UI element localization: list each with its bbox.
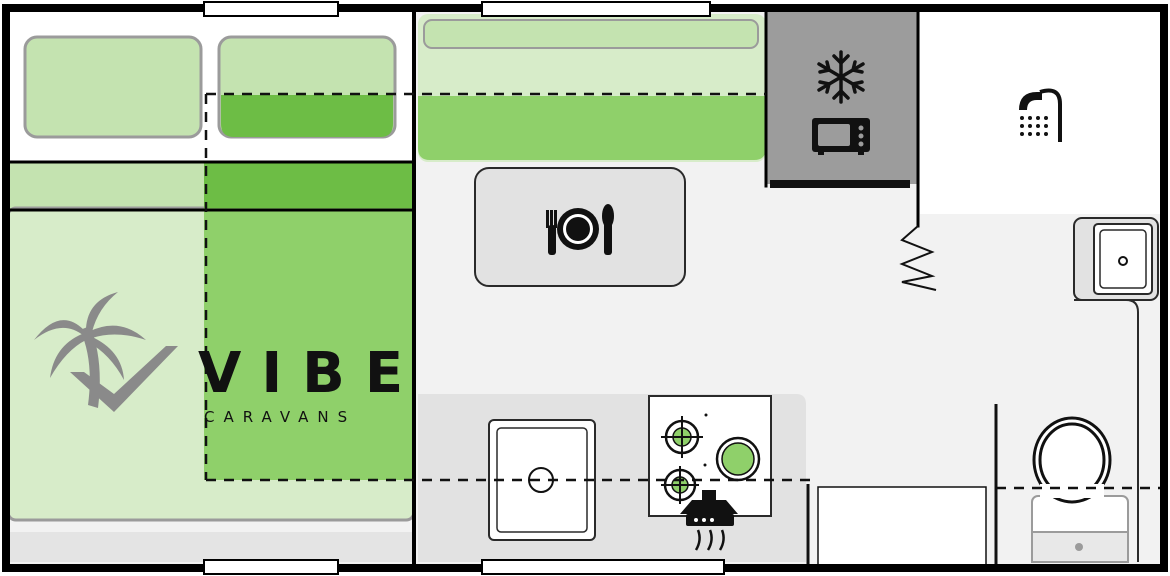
gas-burner-icon [661,466,699,504]
shower-icon [1019,88,1062,142]
dining-plate-icon [546,204,614,255]
bathroom-door-curtain [899,225,937,291]
brand-subtitle: CARAVANS [204,408,356,426]
gas-burner-icon [715,436,761,482]
fridge-cabinet [766,12,918,188]
lounge-seat-cushion [418,96,766,160]
fridge-base [770,180,910,188]
dinette [418,14,766,287]
shower-area [920,12,1162,214]
cooktop-dot [704,413,708,417]
bathroom-bench-edge [1074,299,1139,562]
window-top-center [481,1,711,17]
kitchen [418,394,987,566]
brand-logo: VIBE CARAVANS [34,292,423,426]
brand-name: VIBE [198,341,423,406]
bed-fold-section [204,208,412,480]
pillow-left [23,35,203,139]
walls [412,10,920,568]
bed-headboard-fold [204,162,414,210]
bed-area [6,10,416,562]
dashed-overlay-lines [204,92,1162,490]
bathroom [920,12,1162,566]
storage-cabinet [817,486,987,566]
pillow-right-fold [221,95,393,137]
window-bottom-center [481,559,725,575]
lounge-backrest [423,19,759,49]
toilet [1031,416,1129,563]
cooktop-dot [703,463,707,467]
microwave-icon [812,118,870,155]
rangehood-icon [680,490,738,551]
gas-burner-icon [661,416,703,458]
window-bottom-left [203,559,339,575]
snowflake-icon [817,50,865,104]
palm-tree-logo [34,292,178,412]
window-top-left [203,1,339,17]
basin-drain [1118,256,1128,266]
bed-base [8,532,414,562]
